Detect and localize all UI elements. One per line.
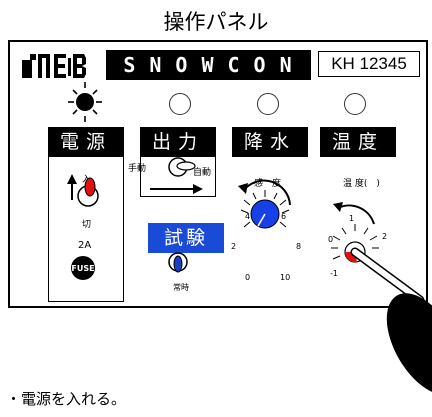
temp-tick-label: 2 [382,232,388,241]
fuse-holder[interactable]: FUSE [71,256,95,280]
temp-tick-label: 1 [349,214,355,223]
brand-name-plate: SNOWCON [106,50,311,80]
output-section-label: 出力 [140,127,216,157]
dial-tick-label: 0 [245,273,251,282]
snowfall-section-label: 降水 [232,127,308,157]
company-logo [20,52,98,80]
sensitivity-dial[interactable] [238,179,291,229]
power-off-label: 切 [82,220,92,230]
output-lamp [169,93,191,115]
power-frame [48,157,124,302]
power-lamp [68,82,102,122]
power-section-label: 電源 [48,127,124,157]
dial-tick-label: 2 [231,242,237,251]
dial-tick-label: 10 [280,273,291,282]
fuse-rating-label: 2A [78,240,92,251]
test-switch[interactable] [168,252,188,273]
instruction-text: ・電源を入れる。 [6,390,127,408]
test-section-label: 試験 [148,223,224,253]
auto-label: 自動 [193,168,212,178]
model-number: KH 12345 [318,51,420,77]
dial-tick-label: 4 [245,212,251,221]
screwdriver-icon [350,247,432,395]
manual-label: 手動 [128,164,147,174]
temperature-sublabel: 温 度( ) [343,179,380,189]
temperature-lamp [344,93,366,115]
fuse-label: FUSE [71,264,94,273]
temp-tick-label: 0 [328,235,334,244]
dial-tick-label: 6 [281,212,287,221]
snowfall-lamp [257,93,279,115]
sensitivity-label: 感 度 [254,179,282,189]
output-mode-switch[interactable] [150,157,203,194]
output-frame [140,157,216,197]
dial-tick-label: 8 [296,242,302,251]
power-switch[interactable] [67,174,99,207]
temp-tick-label: -1 [330,269,338,278]
temperature-section-label: 温度 [320,127,396,157]
diagram-caption: 操作パネル [163,10,269,34]
normal-label: 常時 [173,283,189,292]
